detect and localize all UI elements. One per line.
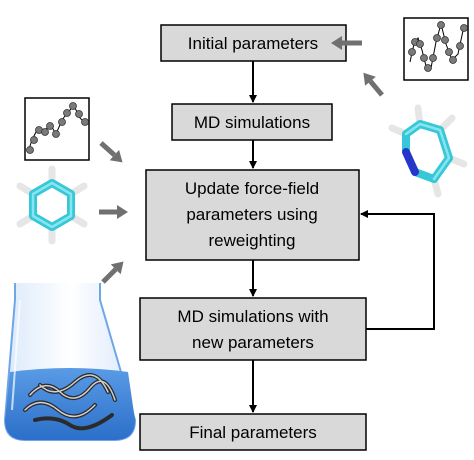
- arrow-pyridine-to-initial: [363, 72, 384, 97]
- final-parameters-box: Final parameters: [139, 413, 367, 451]
- arrow-benzene-to-update: [99, 205, 128, 219]
- initial-parameters-box: Initial parameters: [160, 24, 347, 62]
- md-new-line-1: MD simulations with: [177, 307, 328, 326]
- update-line-3: reweighting: [209, 231, 296, 250]
- benzene-molecule-icon: [16, 165, 88, 245]
- pyridine-molecule-icon: [388, 104, 468, 198]
- arrow-flask-to-update: [101, 261, 124, 284]
- md-new-parameters-box: MD simulations with new parameters: [139, 297, 367, 361]
- update-line-1: Update force-field: [185, 179, 319, 198]
- update-parameters-box: Update force-field parameters using rewe…: [145, 169, 360, 261]
- update-line-2: parameters using: [186, 205, 317, 224]
- final-parameters-label: Final parameters: [189, 423, 317, 442]
- flask-solution-icon: [3, 283, 137, 441]
- side-arrows: [99, 36, 384, 284]
- line-plot-icon: [24, 97, 90, 161]
- initial-parameters-label: Initial parameters: [188, 34, 318, 53]
- line-plot-icon: [403, 17, 469, 81]
- arrow-plot-to-initial: [331, 36, 362, 50]
- md-simulations-label: MD simulations: [194, 113, 310, 132]
- arrow-plot-to-update: [99, 141, 123, 163]
- md-new-line-2: new parameters: [192, 333, 314, 352]
- md-simulations-box: MD simulations: [171, 103, 333, 141]
- feedback-loop-arrow: [360, 210, 435, 330]
